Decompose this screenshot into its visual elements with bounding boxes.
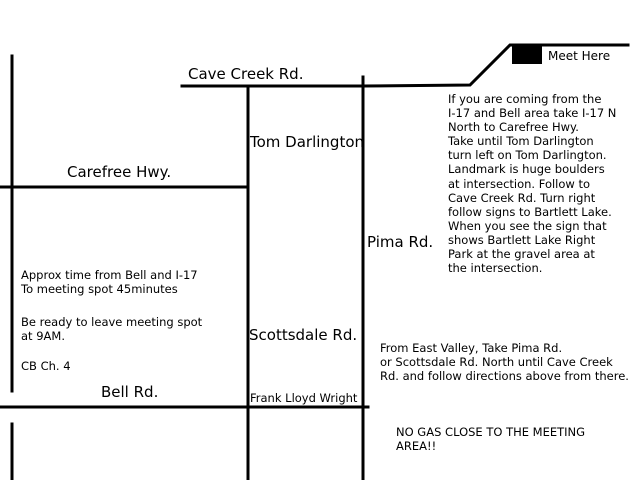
- pima-rd-label: Pima Rd.: [367, 233, 434, 251]
- carefree-hwy-label: Carefree Hwy.: [67, 163, 172, 181]
- meet-here-label: Meet Here: [548, 49, 611, 63]
- scottsdale-rd-label: Scottsdale Rd.: [249, 326, 358, 344]
- directions-from-i17-note: If you are coming from the I-17 and Bell…: [448, 92, 617, 276]
- no-gas-warning: NO GAS CLOSE TO THE MEETING AREA!!: [396, 425, 586, 454]
- cave-creek-road-line: [180, 43, 630, 88]
- cave-creek-rd-label: Cave Creek Rd.: [188, 65, 304, 83]
- cb-channel-note: CB Ch. 4: [21, 359, 71, 373]
- tom-darlington-label: Tom Darlington: [250, 133, 365, 151]
- from-east-valley-note: From East Valley, Take Pima Rd. or Scott…: [380, 341, 629, 384]
- meeting-spot-marker: [512, 44, 542, 64]
- be-ready-note: Be ready to leave meeting spot at 9AM.: [21, 315, 203, 344]
- bell-rd-label: Bell Rd.: [101, 383, 159, 401]
- frank-lloyd-wright-label: Frank Lloyd Wright: [250, 391, 358, 405]
- approx-time-note: Approx time from Bell and I-17 To meetin…: [21, 268, 198, 297]
